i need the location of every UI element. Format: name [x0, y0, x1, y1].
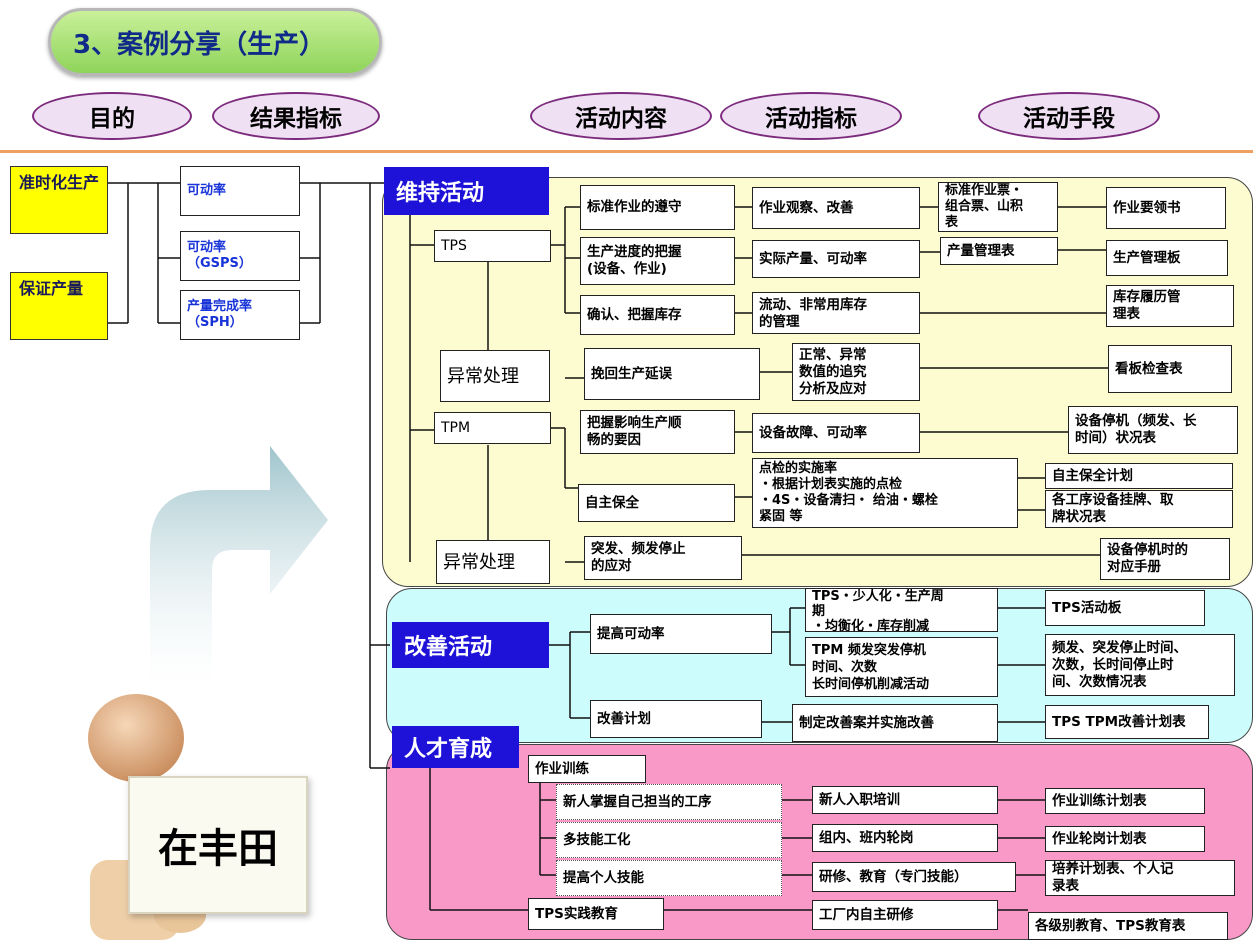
result-availability: 可动率: [180, 166, 300, 216]
section-talent[interactable]: 人才育成: [392, 726, 519, 768]
header-activity-indicators: 活动指标: [720, 92, 902, 140]
section-maintain[interactable]: 维持活动: [384, 167, 549, 215]
maintain-standard-work: 标准作业的遵守: [580, 185, 735, 230]
maintain-inventory-history: 库存履历管 理表: [1106, 285, 1234, 327]
maintain-factors: 把握影响生产顺 畅的要因: [580, 410, 735, 454]
purpose-guarantee-output: 保证产量: [10, 272, 108, 340]
maintain-standard-sheets: 标准作业票・ 组合票、山积 表: [938, 182, 1058, 232]
section-improve[interactable]: 改善活动: [392, 622, 549, 668]
talent-work-training: 作业训练: [528, 755, 646, 783]
maintain-stop-manual: 设备停机时的 对应手册: [1100, 538, 1230, 580]
maintain-tagging-status: 各工序设备挂牌、取 牌状况表: [1045, 490, 1233, 528]
talent-rotation: 组内、班内轮岗: [812, 824, 998, 852]
improve-plan: 改善计划: [590, 700, 762, 738]
maintain-stop-status: 设备停机（频发、长 时间）状况表: [1068, 406, 1238, 454]
talent-tps-education: TPS实践教育: [528, 898, 664, 930]
improve-availability: 提高可动率: [590, 614, 772, 654]
maintain-work-manual: 作业要领书: [1106, 187, 1226, 229]
maintain-flow-inventory: 流动、非常用库存 的管理: [752, 292, 920, 334]
header-activity-content: 活动内容: [530, 92, 712, 140]
talent-new-staff: 新人掌握自己担当的工序: [556, 784, 782, 820]
maintain-analysis: 正常、异常 数值的追究 分析及应对: [792, 343, 920, 401]
maintain-inventory: 确认、把握库存: [580, 295, 735, 335]
improve-tps-board: TPS活动板: [1045, 590, 1205, 626]
improve-stop-table: 频发、突发停止时间、 次数，长时间停止时 间、次数情况表: [1045, 634, 1235, 696]
header-purpose: 目的: [32, 92, 192, 140]
maintain-abnormal-2: 异常处理: [436, 540, 550, 584]
maintain-autonomous: 自主保全: [578, 484, 735, 522]
header-result-indicators: 结果指标: [212, 92, 380, 140]
result-output-rate-sph: 产量完成率 （SPH）: [180, 290, 300, 340]
maintain-output-table: 产量管理表: [940, 237, 1058, 265]
maintain-equip-failure: 设备故障、可动率: [752, 413, 920, 453]
improve-implement: 制定改善案并实施改善: [792, 704, 998, 742]
talent-personal-record: 培养计划表、个人记 录表: [1045, 860, 1235, 896]
maintain-recover-delay: 挽回生产延误: [584, 348, 760, 400]
talent-rotation-plan: 作业轮岗计划表: [1045, 826, 1205, 852]
purpose-jit-production: 准时化生产: [10, 166, 108, 234]
header-activity-means: 活动手段: [978, 92, 1160, 140]
maintain-sudden-stop: 突发、频发停止 的应对: [584, 536, 742, 580]
maintain-abnormal-1: 异常处理: [440, 350, 550, 402]
maintain-tps: TPS: [434, 230, 551, 262]
maintain-tpm: TPM: [434, 412, 551, 444]
improve-tpm-activity: TPM 频发突发停机 时间、次数 长时间停机削减活动: [805, 637, 998, 697]
talent-self-study: 工厂内自主研修: [812, 900, 998, 930]
page-title: 3、案例分享（生产）: [48, 8, 382, 76]
maintain-autonomous-plan: 自主保全计划: [1045, 463, 1233, 489]
maintain-inspection: 点检的实施率 ・根据计划表实施的点检 ・4S・设备清扫・ 给油・螺栓 紧固 等: [752, 458, 1018, 528]
maintain-prod-board: 生产管理板: [1106, 240, 1228, 276]
improve-plan-table: TPS TPM改善计划表: [1045, 705, 1209, 739]
talent-training-course: 研修、教育（专门技能）: [812, 862, 1016, 892]
maintain-progress: 生产进度的把握 (设备、作业): [580, 237, 735, 285]
talent-training-plan: 作业训练计划表: [1045, 788, 1205, 814]
sign-board: 在丰田: [128, 776, 308, 914]
improve-tps-activity: TPS・少人化・生产周 期 ・均衡化・库存削减 等: [805, 588, 998, 632]
talent-onboarding: 新人入职培训: [812, 786, 998, 814]
maintain-actual-output: 实际产量、可动率: [752, 240, 920, 278]
maintain-kanban-check: 看板检查表: [1108, 345, 1232, 393]
result-availability-gsps: 可动率 （GSPS）: [180, 231, 300, 281]
maintain-observe: 作业观察、改善: [752, 187, 920, 229]
talent-personal-skill: 提高个人技能: [556, 860, 782, 896]
curved-arrow-icon: [150, 446, 328, 688]
talent-multi-skill: 多技能工化: [556, 822, 782, 858]
talent-education-table: 各级别教育、TPS教育表: [1028, 912, 1228, 940]
header-divider: [0, 150, 1253, 153]
